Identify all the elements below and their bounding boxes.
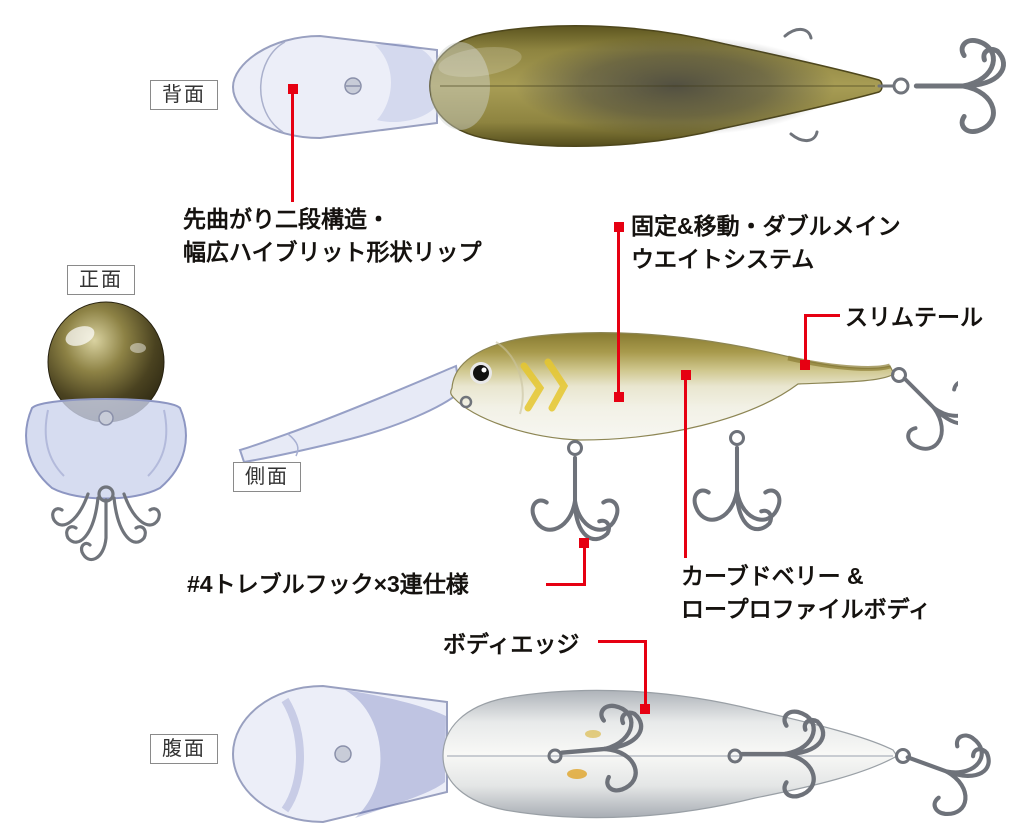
front-view-lip <box>25 398 187 500</box>
view-label-back: 背面 <box>150 80 218 110</box>
back-view-body <box>429 24 883 148</box>
callout-line-lip <box>291 92 294 202</box>
side-view-hooks <box>533 347 958 539</box>
annotation-weight-line2: ウエイトシステム <box>631 246 815 272</box>
belly-view-lip <box>231 684 448 824</box>
callout-line-edge-v <box>644 640 647 710</box>
side-view-lip <box>238 364 462 464</box>
callout-marker-weight-top <box>614 222 624 232</box>
annotation-slim-tail: スリムテール <box>845 304 983 330</box>
callout-line-weight <box>617 228 620 398</box>
callout-marker-lip <box>288 84 298 94</box>
back-view-hooks <box>783 28 910 142</box>
front-view-illustration <box>25 301 187 562</box>
view-label-belly: 腹面 <box>150 734 218 764</box>
annotation-weight-line1: 固定&移動・ダブルメイン <box>631 213 901 239</box>
front-view-hooks <box>51 485 161 562</box>
view-label-front: 正面 <box>67 265 135 295</box>
belly-view-body <box>442 689 898 819</box>
callout-line-hooks-v <box>583 546 586 586</box>
side-view-body <box>450 332 895 441</box>
callout-line-tail-v <box>804 314 807 366</box>
callout-line-tail-h <box>804 314 840 317</box>
callout-marker-tail <box>800 360 810 370</box>
callout-line-belly <box>684 378 687 558</box>
annotation-lip: 先曲がり二段構造・ 幅広ハイブリット形状リップ <box>183 203 482 269</box>
annotation-curved-belly-line2: ロープロファイルボディ <box>681 596 932 622</box>
callout-marker-hooks <box>579 538 589 548</box>
annotation-curved-belly-line1: カーブドベリー & <box>681 563 864 589</box>
side-view-illustration <box>238 332 958 548</box>
callout-line-hooks-h <box>546 583 586 586</box>
annotation-body-edge: ボディエッジ <box>443 631 580 657</box>
view-label-side: 側面 <box>233 462 301 492</box>
annotation-treble-hooks: #4トレブルフック×3連仕様 <box>187 571 469 597</box>
back-view-illustration <box>231 24 1015 148</box>
callout-marker-weight-bottom <box>614 392 624 402</box>
belly-view-hooks <box>547 703 995 822</box>
callout-marker-belly <box>681 370 691 380</box>
annotation-curved-belly: カーブドベリー & ロープロファイルボディ <box>681 560 931 626</box>
belly-view-illustration <box>231 684 1015 839</box>
annotation-weight: 固定&移動・ダブルメイン ウエイトシステム <box>631 210 901 276</box>
callout-line-edge-h <box>598 640 647 643</box>
back-view-lip <box>231 34 438 140</box>
callout-marker-edge <box>640 704 650 714</box>
annotation-lip-line1: 先曲がり二段構造・ <box>183 206 390 232</box>
annotation-lip-line2: 幅広ハイブリット形状リップ <box>183 239 482 265</box>
